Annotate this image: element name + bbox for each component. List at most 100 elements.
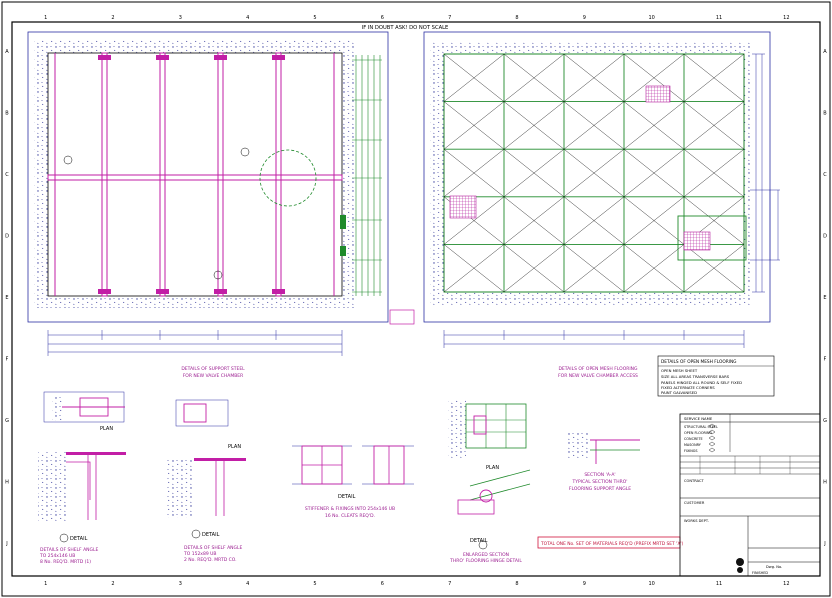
legend-header: SERVICE NAME (684, 416, 713, 421)
section-aa-caption-3: FLOORING SUPPORT ANGLE (569, 486, 631, 492)
grid-row-label: E (5, 295, 8, 301)
support-steel-caption-1: DETAILS OF SUPPORT STEEL (181, 366, 245, 372)
grid-row-label: C (823, 172, 827, 178)
grid-column-label: 8 (515, 15, 518, 21)
support-steel-caption-2: FOR NEW VALVE CHAMBER (183, 373, 244, 379)
shelf-angle-left-caption-3: 8 No. REQ'D. MRTD (1) (40, 559, 91, 565)
shelf-angle-right-caption-2: TO 152x89 UB (183, 551, 217, 557)
grid-column-label: 2 (111, 581, 114, 587)
grid-row-labels-left: A B C D E F G H J (5, 49, 9, 547)
shelf-angle-left-caption-2: TO 254x146 UB (39, 553, 75, 559)
grid-column-label: 11 (716, 581, 722, 587)
fixings-caption-2: 16 No. CLEATS REQ'D. (325, 513, 375, 519)
grid-column-label: 6 (381, 581, 384, 587)
grid-column-label: 10 (648, 15, 654, 21)
detail-label: DETAIL (202, 532, 220, 538)
grid-column-label: 5 (313, 581, 316, 587)
drawing-status: FINISHED (752, 571, 768, 575)
grid-column-label: 10 (648, 581, 654, 587)
grating-panel-right (683, 231, 711, 251)
grid-column-label: 5 (313, 15, 316, 21)
grid-row-label: F (6, 357, 9, 363)
dept-label: WORKS DEPT. (684, 519, 709, 523)
plan-label: PLAN (486, 465, 499, 471)
shelf-angle-right-caption-1: DETAILS OF SHELF ANGLE (184, 545, 243, 551)
shelf-angle-right-caption-3: 2 No. REQ'D. MRTD CO. (184, 557, 237, 563)
open-mesh-caption-1: DETAILS OF OPEN MESH FLOORING (558, 366, 638, 372)
drawing-number-label: Dwg. No. (766, 565, 782, 569)
shelf-angle-detail-left: PLAN DETAIL DETAILS OF SHELF ANGLE TO 25… (38, 391, 126, 565)
flooring-note-line: OPEN MESH SHEET (661, 368, 698, 373)
grid-row-label: A (823, 49, 827, 55)
grid-row-label: B (5, 110, 9, 116)
legend-row: MASONRY (684, 441, 716, 447)
grid-column-label: 11 (716, 15, 722, 21)
plan-label: PLAN (100, 426, 113, 432)
grid-column-label: 6 (381, 15, 384, 21)
grid-column-label: 2 (111, 15, 114, 21)
svg-text:MASONRY: MASONRY (684, 443, 702, 447)
grid-row-label: G (5, 418, 9, 424)
section-a-a-detail: SECTION 'A-A' TYPICAL SECTION THRO' FLOO… (568, 432, 640, 492)
grid-column-label: 12 (783, 15, 789, 21)
grid-row-label: A (5, 49, 9, 55)
detail-label: DETAIL (70, 536, 88, 542)
grating-panel-left (449, 195, 477, 219)
flooring-note-box: DETAILS OF OPEN MESH FLOORING OPEN MESH … (657, 355, 775, 397)
grid-column-label: 12 (783, 581, 789, 587)
grid-column-label: 9 (583, 581, 586, 587)
hinge-caption-1: ENLARGED SECTION (463, 552, 509, 558)
grid-column-label: 1 (44, 581, 47, 587)
flooring-note-line: PANELS HINGED ALL ROUND & SELF FIXED (661, 380, 742, 385)
open-mesh-caption-2: FOR NEW VALVE CHAMBER ACCESS (558, 373, 638, 379)
grid-row-label: F (824, 357, 827, 363)
sheet-inner-border (11, 21, 821, 577)
grid-column-label: 3 (179, 581, 182, 587)
do-not-scale-notice: IF IN DOUBT ASK! DO NOT SCALE (362, 25, 449, 31)
svg-text:OPEN FLOORING: OPEN FLOORING (684, 431, 712, 435)
flooring-note-title: DETAILS OF OPEN MESH FLOORING (661, 359, 737, 365)
grid-row-label: J (5, 541, 7, 547)
grid-row-label: E (823, 295, 826, 301)
detail-label: DETAIL (338, 494, 356, 500)
legend-row: CONCRETE (684, 435, 716, 441)
grid-row-label: G (823, 418, 827, 424)
grid-row-label: H (5, 480, 9, 486)
grid-row-label: B (823, 110, 827, 116)
section-aa-caption-2: TYPICAL SECTION THRO' (572, 479, 628, 485)
legend-row: OPEN FLOORING (684, 429, 716, 435)
concrete-wall-top (34, 40, 354, 53)
flooring-note-line: FIXED ALTERNATE CORNERS (661, 385, 715, 390)
hinge-detail: PLAN DETAIL ENLARGED SECTION THRO' FLOOR… (448, 400, 531, 564)
grid-column-label: 4 (246, 581, 249, 587)
svg-text:STRUCTURAL STEEL: STRUCTURAL STEEL (684, 425, 718, 429)
contract-label: CONTRACT (684, 479, 704, 483)
grid-row-label: J (823, 541, 825, 547)
grid-column-label: 7 (448, 15, 451, 21)
materials-note: TOTAL ONE No. SET OF MATERIALS REQ'D (PR… (537, 536, 684, 549)
legend-row: STRUCTURAL STEEL (684, 423, 718, 429)
grid-column-label: 4 (246, 15, 249, 21)
concrete-wall-right (342, 40, 354, 308)
hinge-caption-2: THRO' FLOORING HINGE DETAIL (449, 558, 522, 564)
svg-text:CONCRETE: CONCRETE (684, 437, 703, 441)
grid-row-label: C (5, 172, 9, 178)
company-logo (736, 558, 744, 573)
customer-label: CUSTOMER (684, 501, 705, 505)
materials-note-text: TOTAL ONE No. SET OF MATERIALS REQ'D (PR… (540, 541, 684, 547)
title-block: SERVICE NAME STRUCTURAL STEEL OPEN FLOOR… (679, 413, 821, 577)
support-steel-plan (27, 31, 415, 356)
concrete-wall-bottom (34, 296, 354, 308)
grid-column-label: 9 (583, 15, 586, 21)
fixings-caption-1: STIFFENER & FIXINGS INTO 254x146 UB (305, 506, 395, 512)
concrete-wall-left (34, 40, 48, 308)
grid-row-label: D (5, 233, 9, 239)
open-mesh-flooring-plan (423, 31, 780, 348)
grid-column-label: 7 (448, 581, 451, 587)
plan-label: PLAN (228, 444, 241, 450)
